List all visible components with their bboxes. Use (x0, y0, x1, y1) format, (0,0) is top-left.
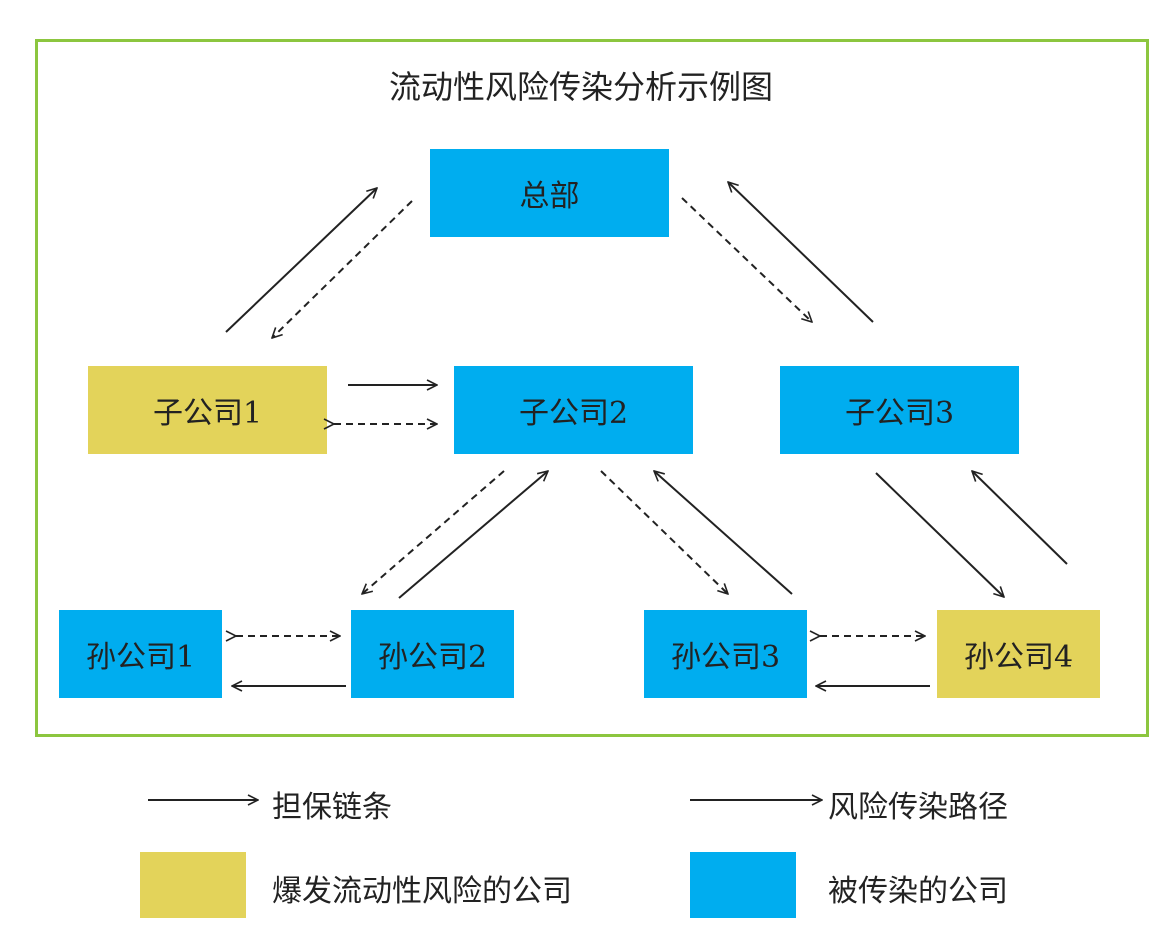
guarantee-arrow-grand4-to-sub3 (972, 471, 1068, 565)
contagion-arrow-hq-to-sub3 (681, 197, 812, 322)
node-sub2: 子公司2 (454, 366, 693, 454)
contagion-arrow-sub3-to-grand4 (875, 472, 1004, 597)
node-sub1: 子公司1 (88, 366, 327, 454)
node-sub3: 子公司3 (780, 366, 1019, 454)
diagram-title: 流动性风险传染分析示例图 (388, 68, 773, 106)
node-hq: 总部 (430, 149, 669, 237)
legend-outbreak-swatch (140, 852, 246, 918)
legend-guarantee-label: 担保链条 (272, 790, 392, 825)
contagion-arrow-sub2-to-grand3 (600, 470, 728, 594)
legend-infected-swatch (690, 852, 796, 918)
guarantee-arrow-grand3-to-sub2 (654, 471, 793, 595)
guarantee-arrow-grand2-to-sub2 (398, 471, 548, 599)
legend-outbreak-label: 爆发流动性风险的公司 (272, 874, 572, 909)
guarantee-arrow-sub1-to-hq (225, 188, 377, 333)
node-grand4: 孙公司4 (937, 610, 1100, 698)
contagion-arrow-sub2-to-grand2 (362, 470, 505, 594)
guarantee-arrow-sub3-to-hq (728, 182, 874, 323)
legend-contagion-label: 风险传染路径 (828, 790, 1008, 825)
legend-infected-label: 被传染的公司 (828, 874, 1008, 909)
contagion-arrow-hq-to-sub1 (272, 200, 413, 338)
node-grand3: 孙公司3 (644, 610, 807, 698)
diagram-frame (35, 39, 1149, 737)
node-grand2: 孙公司2 (351, 610, 514, 698)
node-grand1: 孙公司1 (59, 610, 222, 698)
